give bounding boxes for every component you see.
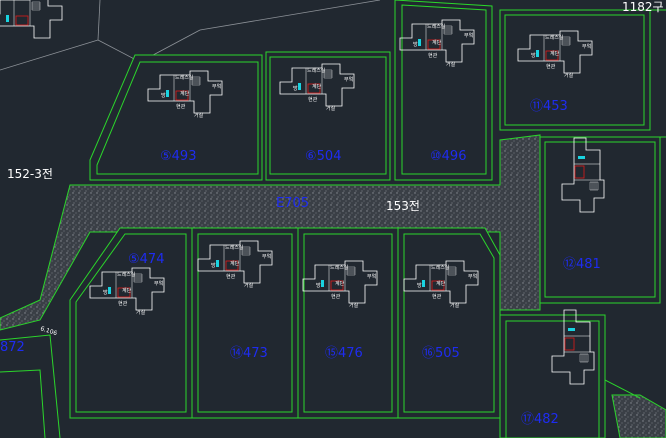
room-porch-label: 현관 (546, 63, 556, 70)
room-living-label: 거실 (326, 105, 336, 112)
room-label: 방 (103, 289, 108, 296)
room-dress-label: 드레스실 (545, 34, 564, 41)
room-dress-label: 드레스실 (431, 264, 450, 271)
outer-boundary (0, 9, 666, 438)
room-kitchen-label: 부엌 (464, 32, 473, 39)
room-dress-label: 드레스실 (427, 23, 446, 30)
room-living-label: 거실 (564, 72, 574, 79)
room-labels: 드레스실 방 계단 부엌 현관 거실 드레스실 방 계단 부엌 현관 거실 드레… (103, 23, 591, 316)
room-label: 방 (211, 262, 216, 269)
lot-label-482[interactable]: ⑰482 (521, 412, 559, 427)
lot-label-493[interactable]: ⑤493 (160, 149, 196, 164)
room-stair-label: 계단 (230, 260, 240, 267)
label-153: 153전 (386, 199, 420, 213)
room-living-label: 거실 (349, 302, 359, 309)
lot-label-496[interactable]: ⑩496 (430, 149, 466, 164)
room-label: 방 (161, 92, 166, 99)
room-living-label: 거실 (194, 112, 204, 119)
room-kitchen-label: 부엌 (468, 273, 477, 280)
lot-label-473[interactable]: ⑭473 (230, 346, 268, 361)
room-kitchen-label: 부엌 (212, 83, 221, 90)
room-stair-label: 계단 (180, 90, 190, 97)
room-kitchen-label: 부엌 (154, 280, 163, 287)
room-label: 방 (531, 52, 536, 59)
lot-boundaries (69, 0, 661, 438)
room-porch-label: 현관 (432, 293, 442, 300)
lot-label-453[interactable]: ⑪453 (530, 99, 568, 114)
label-1182: 1182구 (622, 0, 664, 14)
room-kitchen-label: 부엌 (262, 253, 271, 260)
label-152-3: 152-3전 (7, 167, 53, 181)
room-stair-label: 계단 (312, 83, 322, 90)
room-dress-label: 드레스실 (117, 271, 136, 278)
room-stair-label: 계단 (335, 280, 345, 287)
room-porch-label: 현관 (176, 103, 186, 110)
room-living-label: 거실 (446, 61, 456, 68)
room-label: 방 (417, 282, 422, 289)
lot-label-504[interactable]: ⑥504 (305, 149, 341, 164)
room-porch-label: 현관 (308, 96, 318, 103)
road-hatch (0, 134, 541, 331)
room-living-label: 거실 (136, 309, 146, 316)
lot-labels: ⑤493 ⑥504 ⑩496 ⑪453 ⑤474 ⑭473 ⑮476 ⑯505 … (128, 99, 601, 427)
room-stair-label: 계단 (432, 39, 442, 46)
room-porch-label: 현관 (428, 52, 438, 59)
lot-label-476[interactable]: ⑮476 (325, 346, 363, 361)
room-living-label: 거실 (450, 302, 460, 309)
room-dress-label: 드레스실 (307, 67, 326, 74)
room-label: 방 (316, 282, 321, 289)
room-label: 방 (293, 85, 298, 92)
house-floor-plan (0, 0, 63, 39)
room-kitchen-label: 부엌 (344, 76, 353, 83)
room-stair-label: 계단 (436, 280, 446, 287)
room-porch-label: 현관 (118, 300, 128, 307)
room-dress-label: 드레스실 (175, 74, 194, 81)
room-label: 방 (413, 41, 418, 48)
room-kitchen-label: 부엌 (367, 273, 376, 280)
room-living-label: 거실 (244, 282, 254, 289)
room-porch-label: 현관 (331, 293, 341, 300)
lot-label-505[interactable]: ⑯505 (422, 346, 460, 361)
road-hatch-right-bottom (611, 394, 666, 438)
room-dress-label: 드레스실 (225, 244, 244, 251)
room-dress-label: 드레스실 (330, 264, 349, 271)
label-872: 872 (0, 340, 25, 355)
label-road-code: E705 (276, 196, 309, 211)
lot-label-481[interactable]: ⑫481 (563, 257, 601, 272)
room-porch-label: 현관 (226, 273, 236, 280)
room-kitchen-label: 부엌 (582, 43, 591, 50)
room-stair-label: 계단 (550, 50, 560, 57)
room-stair-label: 계단 (122, 287, 132, 294)
lot-label-474[interactable]: ⑤474 (128, 252, 164, 267)
